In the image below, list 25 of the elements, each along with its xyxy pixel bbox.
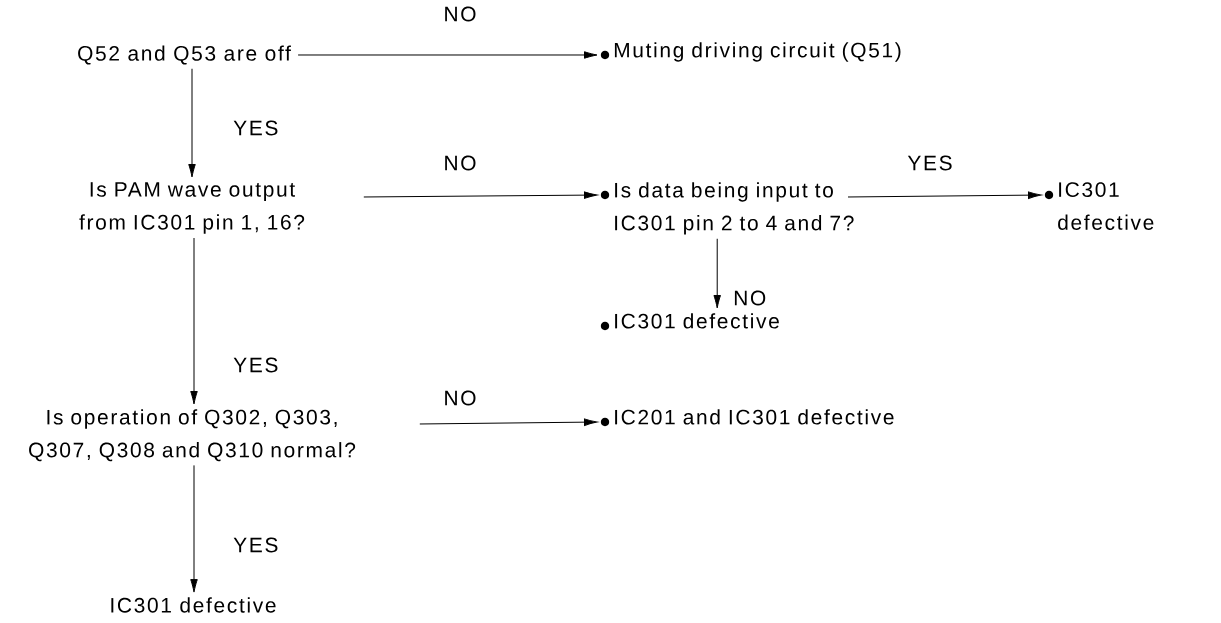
- arrow: [363, 191, 598, 199]
- step-text: IC201 and IC301 defective: [615, 409, 894, 425]
- step-text: Q52 and Q53 are off: [78, 45, 291, 65]
- edge-label: NO: [732, 289, 768, 307]
- step-text: Muting driving circuit (Q51): [614, 42, 901, 62]
- arrow: [713, 238, 721, 309]
- arrow: [188, 68, 196, 178]
- arrow: [847, 191, 1042, 199]
- step-text: Is PAM wave output from IC301 pin 1, 16?: [79, 182, 305, 234]
- step-text: IC301 defective: [615, 313, 779, 329]
- edge-label: YES: [232, 356, 280, 374]
- edge-label: YES: [232, 536, 280, 554]
- step-text: Is data being input to IC301 pin 2 to 4 and 7?: [615, 182, 854, 235]
- edge-label: YES: [232, 119, 280, 137]
- arrow: [297, 51, 598, 59]
- arrow: [419, 418, 598, 426]
- arrow: [190, 237, 198, 405]
- edge-label: YES: [906, 154, 954, 172]
- step-text: IC301 defective: [111, 597, 276, 613]
- arrow: [190, 464, 198, 593]
- edge-label: NO: [442, 5, 478, 23]
- edge-label: NO: [442, 154, 478, 172]
- edge-label: NO: [442, 389, 478, 407]
- step-text: Is operation of Q302, Q303, Q307, Q308 and Q310 normal?: [29, 409, 356, 462]
- step-text: IC301 defective: [1058, 182, 1154, 230]
